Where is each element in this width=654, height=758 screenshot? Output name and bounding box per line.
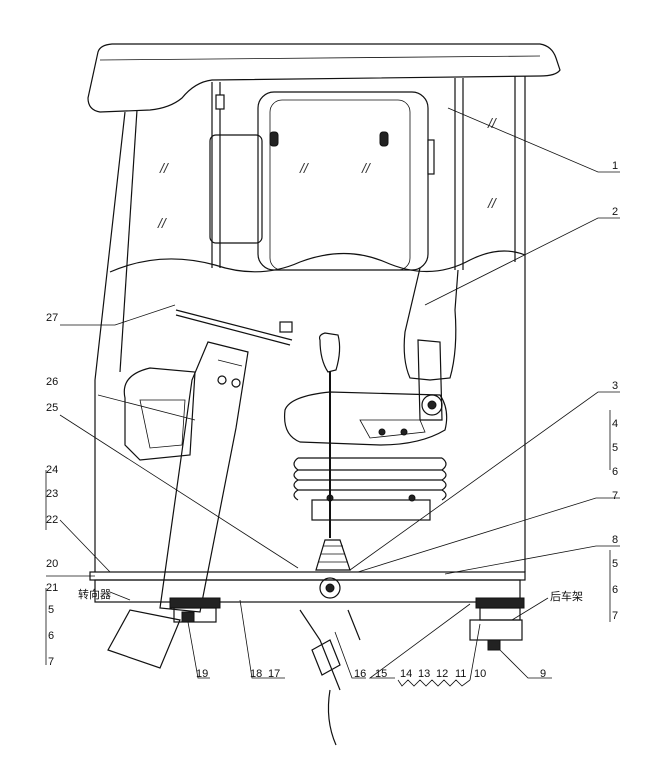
side-mirror	[209, 134, 263, 244]
callout-13: 13	[418, 668, 431, 680]
callout-6: 6	[48, 630, 55, 642]
callout-18: 18	[250, 668, 263, 680]
callout-26: 26	[46, 376, 59, 388]
callout-1: 1	[612, 160, 619, 172]
callout-7: 7	[48, 656, 55, 668]
callout-22: 22	[46, 514, 59, 526]
seat-cushion	[283, 391, 448, 446]
pedal-linkage	[299, 609, 361, 691]
instrument-console	[123, 367, 196, 461]
callout-5: 5	[612, 558, 619, 570]
steering-gear-label: 转向器	[78, 588, 111, 601]
steering-gear-box	[107, 609, 181, 669]
callout-10: 10	[474, 668, 487, 680]
section-break-line	[109, 250, 526, 273]
control-cable	[327, 689, 337, 746]
callout-19: 19	[196, 668, 209, 680]
glass-mark: //	[488, 115, 496, 131]
callout-23: 23	[46, 488, 59, 500]
glass-mark: //	[362, 160, 370, 176]
callout-14: 14	[400, 668, 413, 680]
lever-boot	[315, 539, 351, 571]
seat-suspension	[298, 457, 442, 491]
callout-3: 3	[612, 380, 619, 392]
seat-back	[403, 267, 459, 381]
glass-mark: //	[158, 215, 166, 231]
callout-11: 11	[455, 668, 467, 680]
callout-2: 2	[612, 206, 619, 218]
callout-7: 7	[612, 610, 619, 622]
callout-17: 17	[268, 668, 281, 680]
callout-15: 15	[375, 668, 388, 680]
callout-27: 27	[46, 312, 59, 324]
steering-wheel	[175, 314, 291, 346]
callout-8: 8	[612, 534, 619, 546]
callout-25: 25	[46, 402, 59, 414]
callout-16: 16	[354, 668, 367, 680]
cab-front-frame	[94, 111, 126, 572]
rear-frame-label: 后车架	[550, 590, 583, 603]
callout-21: 21	[46, 582, 59, 594]
callout-5: 5	[48, 604, 55, 616]
glass-mark: //	[160, 160, 168, 176]
callout-7: 7	[612, 490, 619, 502]
callout-20: 20	[46, 558, 59, 570]
callout-5: 5	[612, 442, 619, 454]
callout-6: 6	[612, 584, 619, 596]
cab-roof	[87, 43, 561, 113]
glass-mark: //	[488, 195, 496, 211]
callout-24: 24	[46, 464, 59, 476]
glass-mark: //	[300, 160, 308, 176]
callout-4: 4	[612, 418, 619, 430]
steering-column	[159, 341, 249, 613]
callout-6: 6	[612, 466, 619, 478]
callout-9: 9	[540, 668, 547, 680]
callout-12: 12	[436, 668, 449, 680]
